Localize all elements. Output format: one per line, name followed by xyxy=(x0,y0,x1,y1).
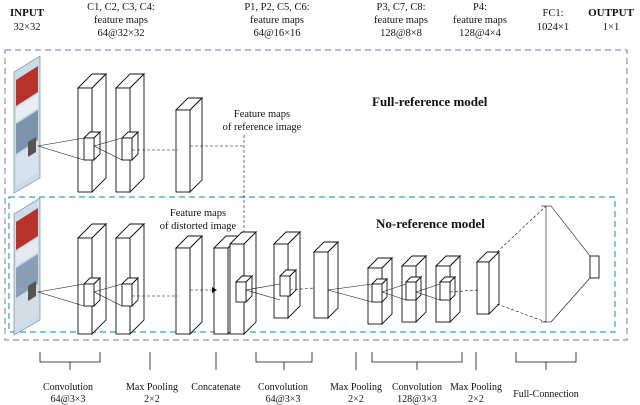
maxpool3-label-2: 2×2 xyxy=(468,394,484,405)
fr-kernel-a-front xyxy=(83,137,95,161)
input-size: 32×32 xyxy=(14,22,41,33)
fr-pool-front xyxy=(175,109,191,193)
maxpool2-label-2: 2×2 xyxy=(348,394,364,405)
bracket-5 xyxy=(371,352,463,370)
nr-concat-a-front xyxy=(213,247,229,335)
full-reference-title: Full-reference model xyxy=(372,94,488,109)
nr-kernel-g-front xyxy=(439,281,451,301)
fr-proj-2 xyxy=(37,145,85,161)
nr-proj-14 xyxy=(415,283,441,293)
nr-pool2-front xyxy=(476,261,490,315)
full-reference-region xyxy=(4,49,628,341)
nr-kernel-e-front xyxy=(371,283,383,303)
header-labels: INPUT 32×32 C1, C2, C3, C4: feature maps… xyxy=(10,2,635,39)
conv2-size: 128@8×8 xyxy=(380,28,422,39)
nr-proj-4 xyxy=(93,291,123,307)
nr-proj-3 xyxy=(93,283,123,293)
fr-kernel-b-front xyxy=(121,137,133,161)
pool2-desc: feature maps xyxy=(453,15,507,26)
fr-proj-1 xyxy=(37,137,85,147)
fr-pool-side xyxy=(189,96,203,194)
conv2-label-1: Convolution xyxy=(258,382,308,393)
out-proj-top xyxy=(550,205,591,257)
conv2-desc: feature maps xyxy=(374,15,428,26)
nr-proj-7 xyxy=(245,283,281,291)
nr-pool-side xyxy=(189,234,203,336)
nr-arrow-concat xyxy=(212,287,217,293)
fc-proj-top xyxy=(496,205,547,253)
nr-proj-15 xyxy=(415,291,441,301)
maxpool1-label-1: Max Pooling xyxy=(126,382,178,393)
pool1-desc: feature maps xyxy=(250,15,304,26)
pool1-size: 64@16×16 xyxy=(253,28,300,39)
nr-kernel-f-front xyxy=(405,281,417,301)
input-header: INPUT xyxy=(10,7,45,19)
bottom-brackets xyxy=(39,352,577,370)
nr-kernel-b-front xyxy=(121,283,133,307)
bracket-3 xyxy=(255,352,313,370)
fc-header: FC1: xyxy=(542,8,563,19)
conv2-header: P3, C7, C8: xyxy=(376,2,425,13)
distorted-input-image xyxy=(13,197,41,336)
dist-maps-label-2: of distorted image xyxy=(160,221,237,232)
bracket-0 xyxy=(39,352,101,370)
nr-proj-2 xyxy=(37,291,85,307)
nr-conv2-b-side xyxy=(327,240,339,320)
pool2-header: P4: xyxy=(473,2,487,13)
fr-proj-3 xyxy=(93,137,123,147)
nr-proj-12 xyxy=(381,283,407,293)
fullconn-label: Full-Connection xyxy=(513,389,579,400)
output-size: 1×1 xyxy=(603,22,619,33)
dist-maps-label-1: Feature maps xyxy=(170,208,226,219)
ref-maps-label-1: Feature maps xyxy=(234,109,290,120)
network-layers xyxy=(37,72,600,336)
nr-pool-front xyxy=(175,247,191,335)
pool1-header: P1, P2, C5, C6: xyxy=(244,2,309,13)
maxpool2-label-1: Max Pooling xyxy=(330,382,382,393)
nr-pool2-side xyxy=(488,250,500,316)
conv1-label-1: Convolution xyxy=(43,382,93,393)
nr-proj-8 xyxy=(245,289,281,301)
maxpool1-label-2: 2×2 xyxy=(144,394,160,405)
no-reference-region xyxy=(8,196,616,333)
conv2-label-2: 64@3×3 xyxy=(266,394,301,405)
nr-proj-10 xyxy=(327,283,373,291)
ref-maps-label-2: of reference image xyxy=(223,122,302,133)
nr-proj-11 xyxy=(327,289,373,303)
nr-kernel-d-front xyxy=(279,275,291,297)
fc-proj-bottom xyxy=(496,303,547,323)
output-node xyxy=(589,255,600,279)
out-proj-bottom xyxy=(550,277,591,323)
conv1-label-2: 64@3×3 xyxy=(51,394,86,405)
conv3-label-2: 128@3×3 xyxy=(397,394,437,405)
nr-proj-9 xyxy=(289,287,315,291)
nr-kernel-c-front xyxy=(235,281,247,303)
concat-label: Concatenate xyxy=(191,382,241,393)
no-reference-title: No-reference model xyxy=(376,216,485,231)
conv3-label-1: Convolution xyxy=(392,382,442,393)
fc-size: 1024×1 xyxy=(537,22,569,33)
conv1-header: C1, C2, C3, C4: xyxy=(87,2,155,13)
nr-proj-13 xyxy=(381,291,407,301)
bracket-7 xyxy=(515,352,577,370)
nr-proj-1 xyxy=(37,283,85,293)
pool2-size: 128@4×4 xyxy=(459,28,502,39)
output-header: OUTPUT xyxy=(588,7,635,19)
reference-input-image xyxy=(13,55,41,194)
fr-proj-4 xyxy=(93,145,123,161)
conv1-size: 64@32×32 xyxy=(97,28,144,39)
maxpool3-label-1: Max Pooling xyxy=(450,382,502,393)
nr-kernel-a-front xyxy=(83,283,95,307)
nr-conv2-b-front xyxy=(313,251,329,319)
conv1-desc: feature maps xyxy=(94,15,148,26)
